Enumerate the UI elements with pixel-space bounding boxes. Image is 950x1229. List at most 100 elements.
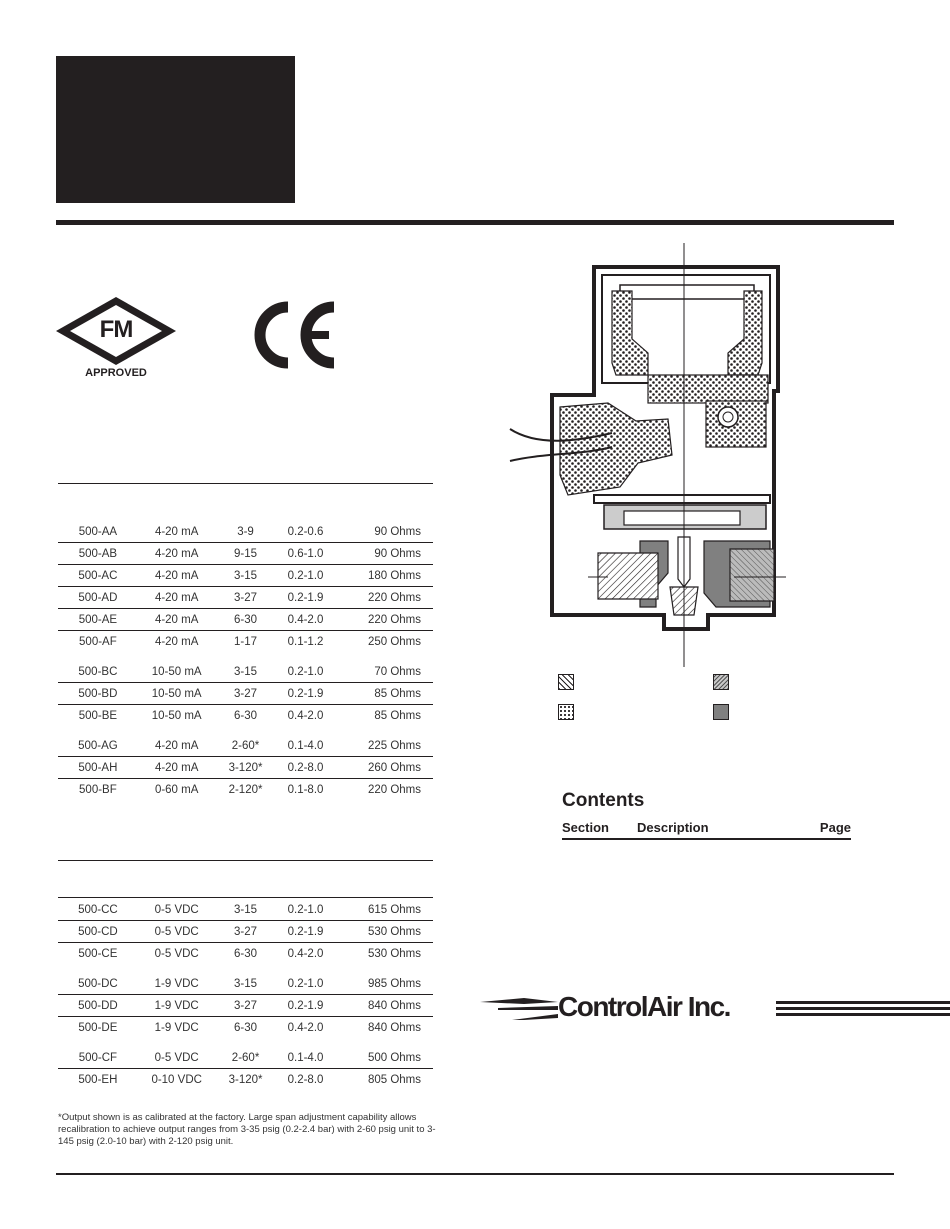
ce-mark-logo: [247, 297, 339, 373]
input-cell: 1-9 VDC: [137, 973, 216, 995]
psig-cell: 3-15: [215, 564, 276, 587]
contents-header-row: Section Description Page: [562, 820, 851, 840]
model-cell: 500-DE: [78, 1021, 118, 1034]
table-row: 500-AA 4-20 mA 3-9 0.2-0.6 90 Ohms: [58, 521, 433, 543]
bar-cell: 0.4-2.0: [287, 947, 324, 960]
table-footnote: *Output shown is as calibrated at the fa…: [58, 1112, 436, 1147]
impedance-cell: 220 Ohms: [335, 608, 433, 631]
input-cell: 10-50 mA: [137, 661, 216, 683]
psig-cell: 6-30: [234, 709, 258, 722]
table-row: 500-BD 10-50 mA 3-27 0.2-1.9 85 Ohms: [58, 682, 433, 705]
table-row: 500-BF 0-60 mA 2-120* 0.1-8.0 220 Ohms: [58, 779, 433, 801]
table-row: 500-AG 4-20 mA 2-60* 0.1-4.0 225 Ohms: [58, 735, 433, 757]
input-cell: 0-60 mA: [154, 783, 199, 796]
header-rule: [56, 220, 894, 225]
impedance-cell: 225 Ohms: [335, 735, 433, 757]
model-cell: 500-AH: [58, 756, 138, 779]
table-row: 500-DC 1-9 VDC 3-15 0.2-1.0 985 Ohms: [58, 973, 433, 995]
contents-col-section: Section: [562, 820, 609, 835]
psig-cell: 2-60*: [215, 1047, 276, 1069]
psig-cell: 6-30: [234, 947, 258, 960]
model-cell: 500-BD: [58, 682, 138, 705]
transducer-cross-section: [508, 243, 792, 667]
bar-cell: 0.2-0.6: [275, 521, 336, 543]
table-row: 500-AD 4-20 mA 3-27 0.2-1.9 220 Ohms: [58, 586, 433, 609]
model-cell: 500-AF: [79, 635, 117, 648]
fine-hatch-swatch: [713, 674, 729, 690]
input-cell: 4-20 mA: [137, 756, 216, 779]
fm-diamond-icon: [56, 297, 176, 365]
table-row: 500-CD 0-5 VDC 3-27 0.2-1.9 530 Ohms: [58, 920, 433, 943]
bar-cell: 0.2-1.0: [275, 973, 336, 995]
bar-cell: 0.1-1.2: [287, 635, 324, 648]
impedance-cell: 840 Ohms: [367, 1021, 421, 1034]
bar-cell: 0.6-1.0: [275, 542, 336, 565]
input-cell: 1-9 VDC: [154, 1021, 199, 1034]
model-cell: 500-AB: [58, 542, 138, 565]
impedance-cell: 615 Ohms: [335, 899, 433, 921]
voltage-table-header-rule: [58, 897, 433, 898]
impedance-cell: 70 Ohms: [335, 661, 433, 683]
impedance-cell: 500 Ohms: [335, 1047, 433, 1069]
bar-cell: 0.4-2.0: [275, 608, 336, 631]
input-cell: 4-20 mA: [137, 521, 216, 543]
impedance-cell: 90 Ohms: [335, 521, 433, 543]
table-row: 500-BC 10-50 mA 3-15 0.2-1.0 70 Ohms: [58, 661, 433, 683]
bar-cell: 0.2-1.9: [275, 920, 336, 943]
contents-col-description: Description: [637, 820, 709, 835]
model-cell: 500-CD: [58, 920, 138, 943]
psig-cell: 3-27: [215, 920, 276, 943]
voltage-input-table: 500-CC 0-5 VDC 3-15 0.2-1.0 615 Ohms 500…: [58, 899, 433, 1090]
voltage-table-top-rule: [58, 860, 433, 861]
impedance-cell: 840 Ohms: [335, 994, 433, 1017]
psig-cell: 3-27: [215, 682, 276, 705]
bar-cell: 0.4-2.0: [287, 1021, 324, 1034]
bar-cell: 0.2-1.9: [275, 682, 336, 705]
bar-cell: 0.2-1.0: [275, 899, 336, 921]
table-row: 500-DE 1-9 VDC 6-30 0.4-2.0 840 Ohms: [58, 1017, 433, 1039]
table-row: 500-EH 0-10 VDC 3-120* 0.2-8.0 805 Ohms: [58, 1069, 433, 1091]
controlair-logo: ControlAir Inc.: [478, 990, 950, 1024]
table-row: 500-DD 1-9 VDC 3-27 0.2-1.9 840 Ohms: [58, 994, 433, 1017]
input-cell: 4-20 mA: [137, 608, 216, 631]
bar-cell: 0.2-8.0: [287, 1073, 324, 1086]
impedance-cell: 85 Ohms: [335, 682, 433, 705]
bar-cell: 0.1-4.0: [275, 1047, 336, 1069]
bar-cell: 0.2-1.0: [275, 661, 336, 683]
controlair-wordmark: ControlAir Inc.: [558, 991, 731, 1022]
psig-cell: 3-27: [215, 586, 276, 609]
model-cell: 500-BE: [78, 709, 118, 722]
model-cell: 500-CF: [58, 1047, 138, 1069]
input-cell: 0-5 VDC: [137, 920, 216, 943]
psig-cell: 1-17: [234, 635, 258, 648]
table-row: 500-AB 4-20 mA 9-15 0.6-1.0 90 Ohms: [58, 542, 433, 565]
solid-gray-swatch: [713, 704, 729, 720]
table-row: 500-AF 4-20 mA 1-17 0.1-1.2 250 Ohms: [58, 631, 433, 653]
psig-cell: 2-60*: [215, 735, 276, 757]
bar-cell: 0.1-8.0: [287, 783, 324, 796]
bar-cell: 0.1-4.0: [275, 735, 336, 757]
psig-cell: 3-15: [215, 661, 276, 683]
model-cell: 500-AC: [58, 564, 138, 587]
speed-lines-icon: [776, 1001, 950, 1016]
impedance-cell: 85 Ohms: [374, 709, 421, 722]
impedance-cell: 220 Ohms: [367, 783, 421, 796]
psig-cell: 3-27: [215, 994, 276, 1017]
model-cell: 500-EH: [78, 1073, 118, 1086]
impedance-cell: 805 Ohms: [367, 1073, 421, 1086]
input-cell: 4-20 mA: [137, 564, 216, 587]
model-cell: 500-DC: [58, 973, 138, 995]
input-cell: 0-5 VDC: [154, 947, 199, 960]
input-cell: 4-20 mA: [137, 586, 216, 609]
model-cell: 500-AE: [58, 608, 138, 631]
impedance-cell: 250 Ohms: [367, 635, 421, 648]
fm-approved-caption: APPROVED: [85, 367, 147, 379]
impedance-cell: 180 Ohms: [335, 564, 433, 587]
contents-title: Contents: [562, 790, 645, 811]
current-input-table: 500-AA 4-20 mA 3-9 0.2-0.6 90 Ohms 500-A…: [58, 521, 433, 800]
psig-cell: 2-120*: [228, 783, 263, 796]
dotted-pattern-swatch: [558, 704, 574, 720]
model-cell: 500-BF: [79, 783, 117, 796]
model-cell: 500-AD: [58, 586, 138, 609]
current-table-top-rule: [58, 483, 433, 484]
